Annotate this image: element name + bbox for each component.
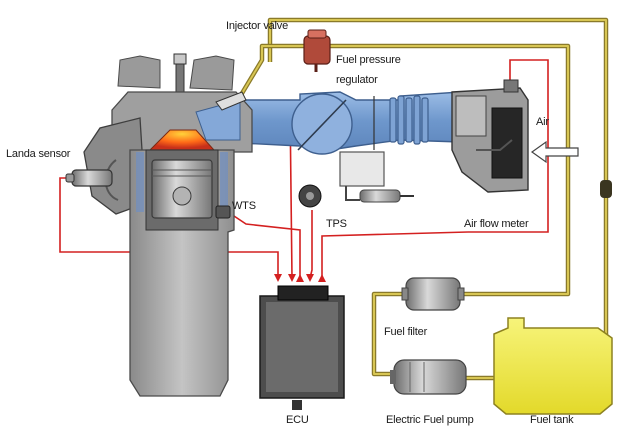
lambda-sensor bbox=[65, 169, 113, 187]
label-fuel-pressure-regulator-line2: regulator bbox=[336, 74, 378, 86]
air-flow-meter bbox=[451, 79, 579, 193]
label-fuel-tank: Fuel tank bbox=[530, 414, 574, 426]
air-arrow-icon bbox=[530, 140, 579, 164]
label-lambda-sensor: Landa sensor bbox=[6, 148, 71, 160]
fuel-filter bbox=[401, 277, 465, 311]
fuel-pressure-regulator bbox=[303, 29, 331, 72]
label-air: Air bbox=[536, 116, 549, 128]
label-fuel-pressure-regulator-line1: Fuel pressure bbox=[336, 54, 401, 66]
fuel-tank bbox=[493, 317, 613, 415]
label-wts: WTS bbox=[232, 200, 256, 212]
label-injector-valve: Injector valve bbox=[226, 20, 289, 32]
label-air-flow-meter: Air flow meter bbox=[464, 218, 529, 230]
ecu-unit bbox=[259, 285, 345, 410]
label-electric-fuel-pump: Electric Fuel pump bbox=[386, 414, 474, 426]
tps-sensor bbox=[298, 184, 322, 208]
engine-block bbox=[83, 53, 253, 397]
label-tps: TPS bbox=[326, 218, 347, 230]
electric-fuel-pump bbox=[390, 359, 467, 395]
label-fuel-filter: Fuel filter bbox=[384, 326, 428, 338]
label-ecu: ECU bbox=[286, 414, 309, 426]
wts-sensor bbox=[215, 205, 231, 219]
